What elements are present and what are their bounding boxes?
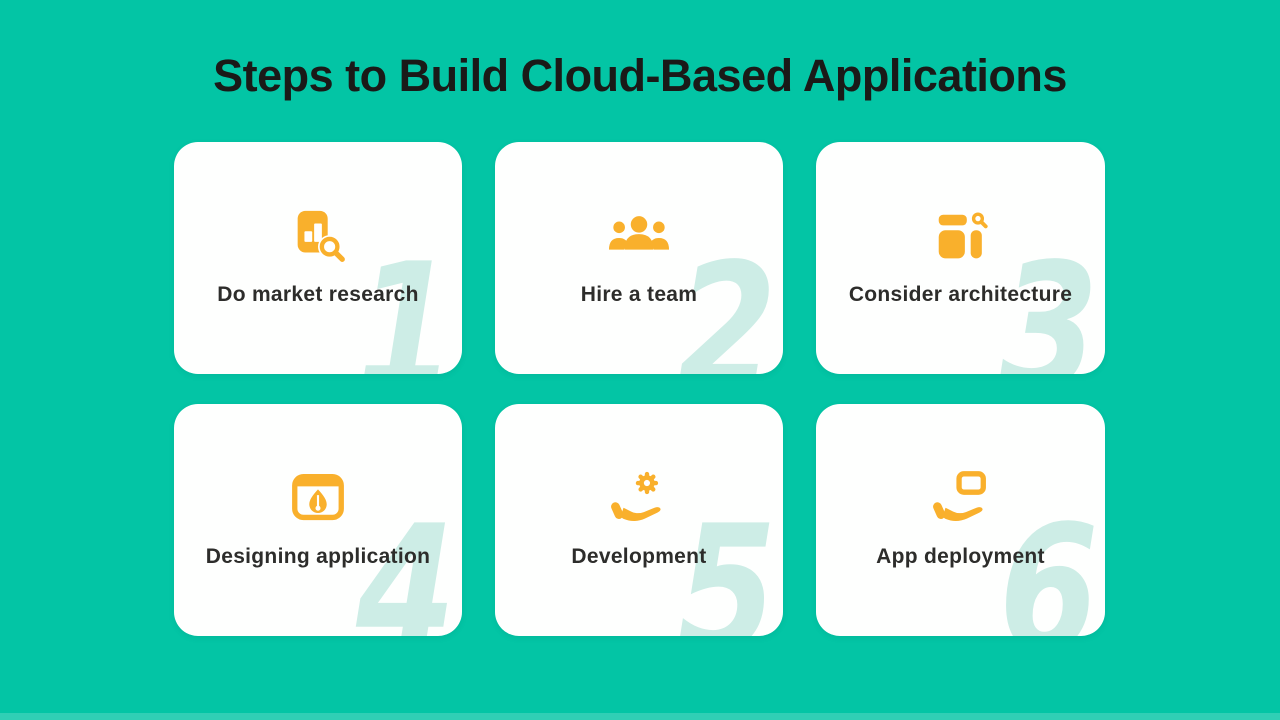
step-label: Do market research	[217, 283, 419, 306]
step-card-hire-team: 2 Hire a team	[495, 142, 783, 374]
step-label: Designing application	[205, 545, 431, 568]
step-number-watermark: 1	[356, 227, 456, 374]
step-number-watermark: 4	[356, 489, 456, 636]
page-title: Steps to Build Cloud-Based Applications	[213, 50, 1067, 101]
step-number-watermark: 6	[999, 489, 1099, 636]
step-label: App deployment	[876, 545, 1045, 568]
step-card-development: 5 Development	[495, 404, 783, 636]
bottom-edge-highlight	[0, 713, 1280, 720]
team-icon	[608, 206, 670, 268]
market-research-icon	[287, 206, 349, 268]
steps-grid: 1 Do market research 2	[174, 142, 1105, 636]
step-card-architecture: 3 Consider architecture	[816, 142, 1105, 374]
step-number-watermark: 3	[999, 227, 1099, 374]
step-number-watermark: 2	[677, 227, 777, 374]
development-icon	[608, 468, 670, 530]
step-number-watermark: 5	[677, 489, 777, 636]
deployment-icon	[930, 468, 992, 530]
step-label: Hire a team	[580, 283, 698, 306]
step-card-deployment: 6 App deployment	[816, 404, 1105, 636]
step-card-designing: 4 Designing application	[174, 404, 462, 636]
step-label: Development	[571, 545, 707, 568]
step-card-market-research: 1 Do market research	[174, 142, 462, 374]
step-label: Consider architecture	[848, 283, 1073, 306]
architecture-icon	[930, 206, 992, 268]
design-icon	[287, 468, 349, 530]
